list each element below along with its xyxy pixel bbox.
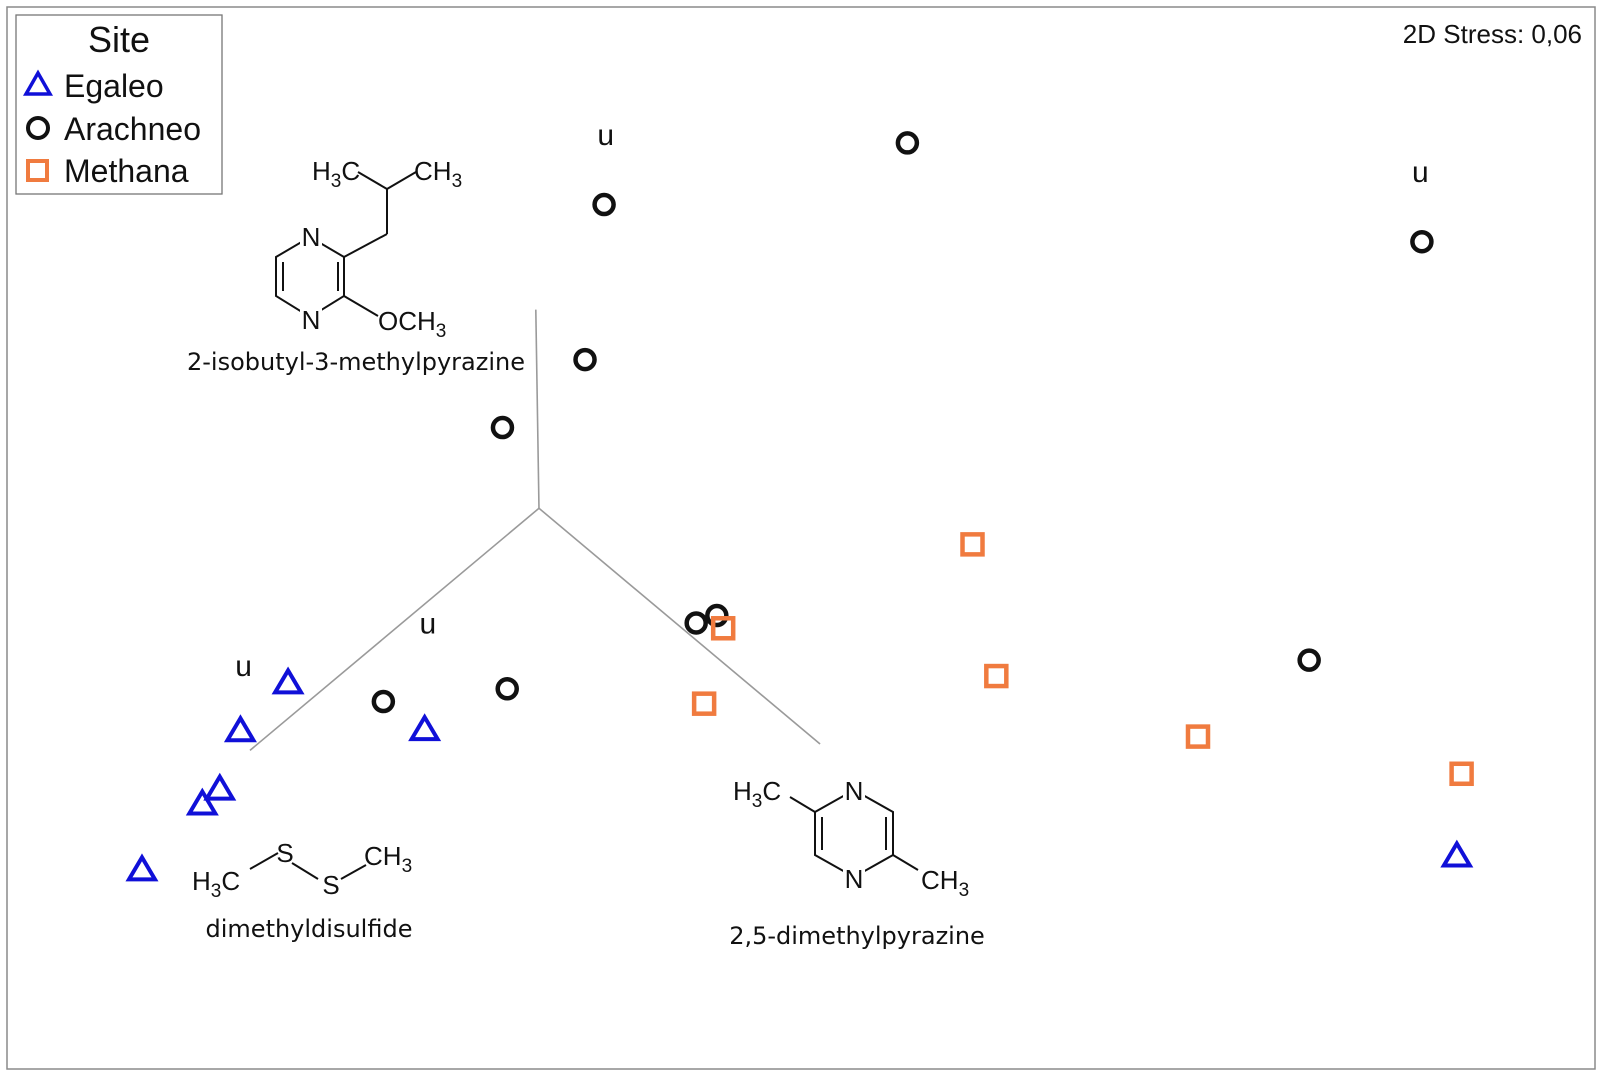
- atom-h3c: H3C: [312, 156, 360, 192]
- annotations-layer: u u u u: [235, 119, 1428, 683]
- point-annotation: u: [419, 608, 436, 641]
- atom-och3: OCH3: [378, 306, 446, 342]
- atom-n: N: [302, 222, 321, 252]
- point-methana: [1185, 724, 1211, 749]
- side-chain-bond: [357, 171, 388, 190]
- point-arachneo: [495, 677, 519, 701]
- point-arachneo: [371, 689, 396, 714]
- point-annotation: u: [235, 650, 252, 683]
- atom-bg: [300, 304, 322, 332]
- atom-n: N: [845, 776, 864, 806]
- point-arachneo: [573, 347, 597, 372]
- point-egaleo: [185, 787, 219, 816]
- compound-name: 2-isobutyl-3-methylpyrazine: [187, 348, 525, 376]
- point-annotation: u: [597, 119, 614, 152]
- atom-s: S: [276, 838, 293, 868]
- legend: Site Egaleo Arachneo Methana: [15, 14, 223, 195]
- atom-ch3: CH3: [921, 865, 969, 901]
- point-arachneo: [1297, 648, 1321, 672]
- plot-frame: [6, 6, 1596, 1070]
- point-methana: [960, 532, 985, 557]
- compound-name: dimethyldisulfide: [206, 915, 413, 943]
- legend-title: Site: [88, 19, 150, 60]
- atom-ch3: CH3: [364, 841, 412, 877]
- point-arachneo: [895, 131, 920, 155]
- point-annotation: u: [1412, 156, 1429, 189]
- atom-n: N: [845, 864, 864, 894]
- vector-layer: [249, 309, 821, 752]
- points-layer: [125, 131, 1474, 882]
- methyl-bond: [789, 796, 816, 813]
- point-egaleo: [203, 772, 237, 801]
- atom-s: S: [322, 870, 339, 900]
- legend-square-icon: [26, 159, 49, 182]
- methoxy-bond: [343, 295, 379, 317]
- point-methana: [710, 616, 736, 641]
- atom-bg: [843, 776, 865, 804]
- point-egaleo: [125, 853, 159, 882]
- point-arachneo: [490, 415, 515, 440]
- bond: [249, 852, 279, 870]
- vector-line-3: [538, 507, 821, 745]
- stress-value: 2D Stress: 0,06: [1403, 19, 1582, 49]
- point-egaleo: [1440, 839, 1474, 868]
- vector-line-1: [535, 309, 540, 509]
- methyl-bond: [892, 854, 919, 871]
- point-egaleo: [271, 666, 305, 695]
- point-arachneo: [705, 603, 729, 628]
- atom-bg: [300, 222, 322, 250]
- point-arachneo: [1410, 229, 1434, 254]
- point-egaleo: [408, 713, 442, 742]
- atom-ch3: CH3: [414, 156, 462, 192]
- legend-label-egaleo: Egaleo: [64, 68, 164, 104]
- side-chain-bond: [343, 233, 388, 258]
- point-methana: [1449, 761, 1474, 787]
- structure-dimethyldisulfide: H3C S S CH3 dimethyldisulfide: [192, 838, 412, 943]
- bond: [291, 862, 319, 880]
- point-methana: [691, 691, 717, 716]
- legend-circle-icon: [26, 116, 50, 140]
- atom-h3c: H3C: [192, 866, 240, 902]
- point-egaleo: [223, 714, 257, 743]
- atom-n: N: [302, 305, 321, 335]
- compound-name: 2,5-dimethylpyrazine: [729, 922, 985, 950]
- vector-line-2: [249, 507, 540, 752]
- bond: [340, 864, 367, 880]
- structure-isobutyl-methylpyrazine: N N H3C CH3 OCH3 2-isobutyl-3-methylpyra…: [187, 156, 525, 376]
- atom-h3c: H3C: [733, 776, 781, 812]
- atom-bg: [843, 863, 865, 891]
- side-chain-bond: [386, 171, 417, 190]
- legend-triangle-icon: [22, 69, 54, 96]
- point-arachneo: [684, 611, 708, 635]
- legend-box: [15, 14, 223, 195]
- point-arachneo: [592, 192, 616, 217]
- structure-dimethylpyrazine: N N H3C CH3 2,5-dimethylpyrazine: [729, 776, 985, 950]
- point-methana: [984, 663, 1009, 689]
- legend-label-arachneo: Arachneo: [64, 111, 201, 147]
- legend-label-methana: Methana: [64, 153, 189, 189]
